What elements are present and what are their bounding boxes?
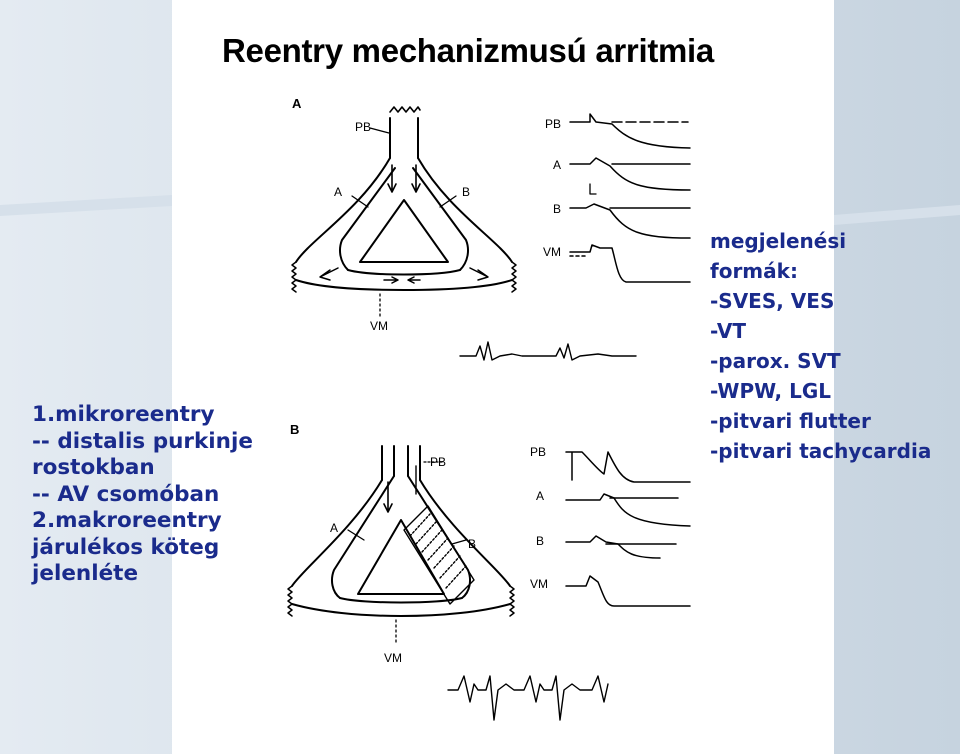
right-note: formák: (710, 259, 798, 283)
figure-panel (172, 0, 834, 754)
panel-b-a-label: A (330, 521, 338, 535)
right-note: -pitvari tachycardia (710, 439, 932, 463)
panel-b-pathway (287, 445, 515, 645)
panel-b-ecg (447, 675, 609, 721)
left-note: -- AV csomóban (32, 481, 220, 507)
panel-b-trace-b: B (536, 534, 544, 548)
panel-a-trace-a: A (553, 158, 561, 172)
right-note: megjelenési (710, 229, 847, 253)
panel-a-vm-label: VM (370, 319, 388, 333)
left-note: járulékos köteg (32, 534, 220, 560)
left-notes: 1.mikroreentry -- distalis purkinje rost… (32, 402, 282, 588)
panel-a-ecg (459, 341, 637, 361)
panel-b-vm-label: VM (384, 651, 402, 665)
right-note: -VT (710, 319, 746, 343)
right-note: -SVES, VES (710, 289, 835, 313)
right-notes: megjelenési formák: -SVES, VES -VT -paro… (710, 226, 960, 466)
panel-a-pb-label: PB (355, 120, 371, 134)
panel-a-trace-vm: VM (543, 245, 561, 259)
panel-b-trace-vm: VM (530, 577, 548, 591)
panel-b-pb-label: PB (430, 455, 446, 469)
panel-b-b-label: B (468, 537, 476, 551)
left-note: 2.makroreentry (32, 508, 222, 533)
right-note: -parox. SVT (710, 349, 841, 373)
panel-a-pathway (291, 106, 517, 317)
page-title: Reentry mechanizmusú arritmia (222, 32, 714, 69)
left-note: rostokban (32, 455, 155, 480)
left-note: jelenléte (32, 561, 139, 586)
accessory-pathway-block (403, 505, 475, 605)
panel-a-letter: A (292, 96, 302, 111)
panel-a-traces (569, 113, 691, 283)
left-note: -- distalis purkinje (32, 428, 253, 454)
right-note: -WPW, LGL (710, 379, 832, 403)
right-note: -pitvari flutter (710, 409, 871, 433)
panel-a-trace-b: B (553, 202, 561, 216)
panel-b-trace-a: A (536, 489, 544, 503)
panel-a-trace-pb: PB (545, 117, 561, 131)
panel-b-traces (565, 451, 691, 607)
panel-b-trace-pb: PB (530, 445, 546, 459)
panel-labels: A PB A B VM PB A B VM B PB A B VM PB A B… (290, 96, 561, 665)
panel-a-a-label: A (334, 185, 342, 199)
left-note: 1.mikroreentry (32, 402, 215, 427)
panel-b-letter: B (290, 422, 299, 437)
panel-a-b-label: B (462, 185, 470, 199)
